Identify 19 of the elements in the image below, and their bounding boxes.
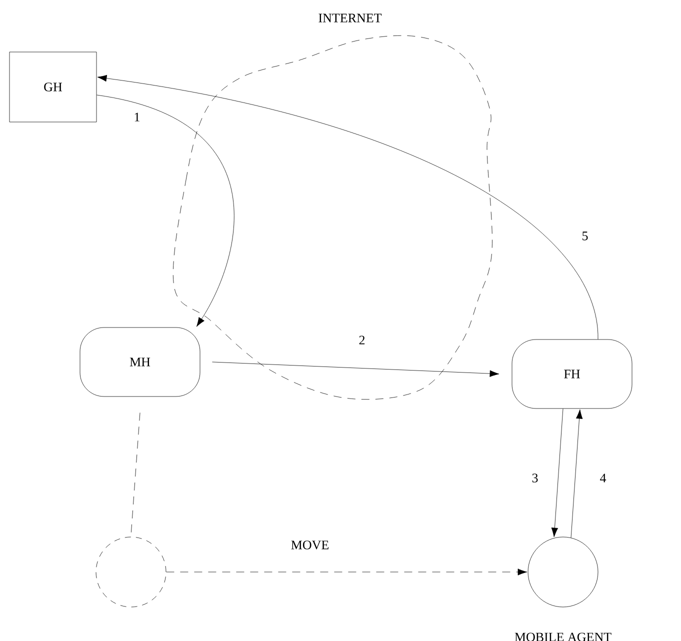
arrow <box>166 568 528 576</box>
edge-label: 1 <box>134 112 140 122</box>
arrow <box>570 409 583 538</box>
arrow <box>212 362 500 377</box>
arrow <box>96 94 234 327</box>
arrow <box>551 408 564 538</box>
host-box: MH <box>80 327 200 397</box>
node-label: MOBILE AGENT <box>514 632 612 641</box>
edge-label: MOVE <box>291 540 328 550</box>
edge-label: 3 <box>532 474 538 482</box>
edge-label: 2 <box>359 336 365 344</box>
circle <box>96 536 166 608</box>
region-label: INTERNET <box>318 14 382 22</box>
circle <box>528 536 598 608</box>
host-box: GH <box>9 52 97 122</box>
arrow <box>97 74 598 340</box>
edge-label: 4 <box>600 474 606 482</box>
host-box: FH <box>512 339 632 409</box>
edge-label: 5 <box>582 232 588 240</box>
